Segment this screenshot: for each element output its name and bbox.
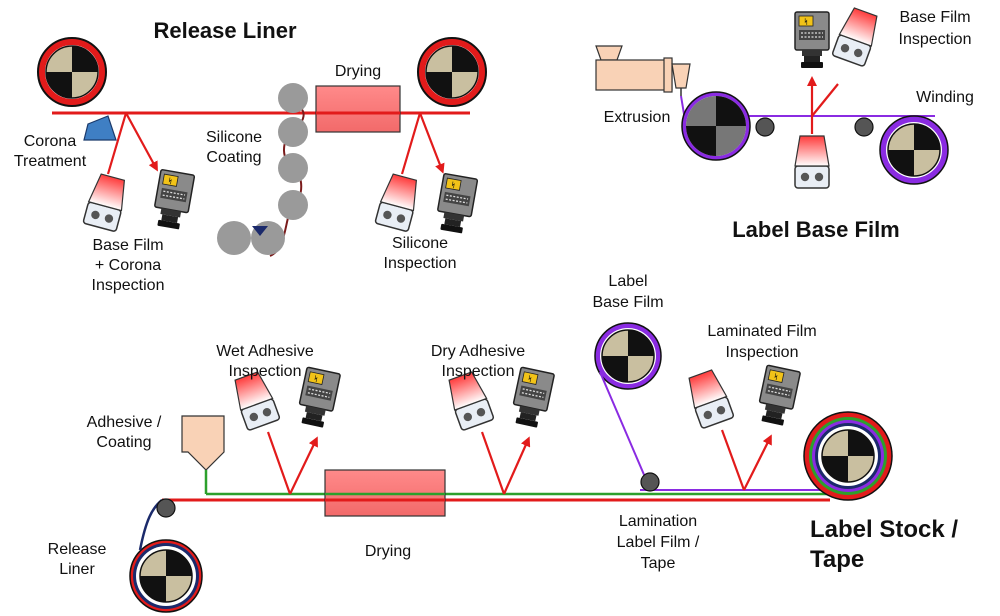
- silicone-coating-label-2: Coating: [206, 149, 261, 166]
- light-ray: [480, 431, 506, 495]
- corona-treatment-icon: [83, 115, 117, 141]
- winding-roll: [879, 115, 949, 185]
- silicone-inspection-label-2: Inspection: [384, 255, 457, 272]
- laminated-inspection-label-1: Laminated Film: [707, 323, 816, 340]
- wet-adhesive-label-2: Inspection: [229, 363, 302, 380]
- inspection-light-icon: [683, 367, 735, 430]
- inspection-camera-icon: [794, 11, 830, 69]
- reflect-ray: [289, 436, 318, 495]
- adhesive-coating-label-1: Adhesive /: [87, 414, 162, 431]
- dryer-box: [315, 85, 401, 133]
- light-ray: [400, 112, 422, 175]
- reflect-ray: [418, 112, 445, 174]
- chill-roll: [681, 91, 751, 161]
- idler-roller: [755, 117, 775, 137]
- lamination-nip-roller: [640, 472, 660, 492]
- inspection-light-icon: [82, 172, 130, 233]
- release-liner-section: Release Liner Corona Treatment: [14, 18, 487, 294]
- idler-roller: [156, 498, 176, 518]
- label-stock-title-2: Tape: [810, 546, 864, 573]
- label-base-film-label-1: Label: [608, 273, 647, 290]
- winding-label: Winding: [916, 89, 974, 106]
- label-stock-section: Release Liner Adhesive / Coating Drying …: [48, 273, 958, 613]
- wet-adhesive-label-1: Wet Adhesive: [216, 343, 314, 360]
- label-base-film-label-2: Base Film: [592, 294, 663, 311]
- drying-label: Drying: [365, 543, 411, 560]
- light-ray: [106, 112, 128, 175]
- dry-adhesive-label-1: Dry Adhesive: [431, 343, 525, 360]
- inspection-camera-icon: [754, 364, 802, 428]
- base-film-inspection-label-2: Inspection: [899, 31, 972, 48]
- release-liner-label-2: Liner: [59, 561, 95, 578]
- label-stock-title-1: Label Stock /: [810, 516, 958, 543]
- drying-label: Drying: [335, 63, 381, 80]
- inspection-camera-icon: [433, 172, 479, 236]
- rewind-roll: [417, 37, 487, 107]
- backlight-icon: [794, 135, 830, 189]
- inspection-camera-icon: [294, 366, 342, 430]
- release-liner-roll: [129, 539, 203, 613]
- dry-adhesive-label-2: Inspection: [442, 363, 515, 380]
- silicone-inspection-label-1: Silicone: [392, 235, 448, 252]
- adhesive-coater-icon: [181, 415, 225, 494]
- unwind-roll: [37, 37, 107, 107]
- reflect-ray: [743, 434, 772, 491]
- inspection-light-icon: [374, 172, 422, 233]
- extrusion-label: Extrusion: [604, 109, 671, 126]
- adhesive-coating-label-2: Coating: [96, 434, 151, 451]
- base-film-inspection-label-2: + Corona: [95, 257, 161, 274]
- base-film-inspection-label-1: Base Film: [92, 237, 163, 254]
- idler-roller: [854, 117, 874, 137]
- base-film-inspection-label-1: Base Film: [899, 9, 970, 26]
- light-ray: [811, 83, 839, 117]
- reflect-ray: [502, 436, 531, 495]
- lamination-label-3: Tape: [641, 555, 676, 572]
- lamination-label-1: Lamination: [619, 513, 697, 530]
- corona-label-1: Corona: [24, 133, 77, 150]
- extruder-icon: [595, 45, 691, 96]
- label-base-film-section: Extrusion Winding Base Film In: [595, 5, 974, 242]
- release-liner-label-1: Release: [48, 541, 107, 558]
- inspection-camera-icon: [150, 168, 196, 232]
- light-ray: [720, 429, 746, 491]
- silicone-coating-label-1: Silicone: [206, 129, 262, 146]
- label-base-film-title: Label Base Film: [732, 217, 900, 242]
- reflect-ray: [125, 112, 158, 172]
- laminated-inspection-label-2: Inspection: [726, 344, 799, 361]
- label-stock-rewind-roll: [803, 411, 893, 501]
- silicone-coating-rollers: [217, 83, 308, 257]
- base-film-inspection-label-3: Inspection: [92, 277, 165, 294]
- label-base-film-roll: [594, 322, 662, 390]
- light-ray: [266, 431, 292, 495]
- lamination-label-2: Label Film /: [617, 534, 700, 551]
- inspection-camera-icon: [508, 366, 556, 430]
- corona-label-2: Treatment: [14, 153, 87, 170]
- release-liner-title: Release Liner: [153, 18, 297, 43]
- inspection-light-icon: [831, 5, 883, 68]
